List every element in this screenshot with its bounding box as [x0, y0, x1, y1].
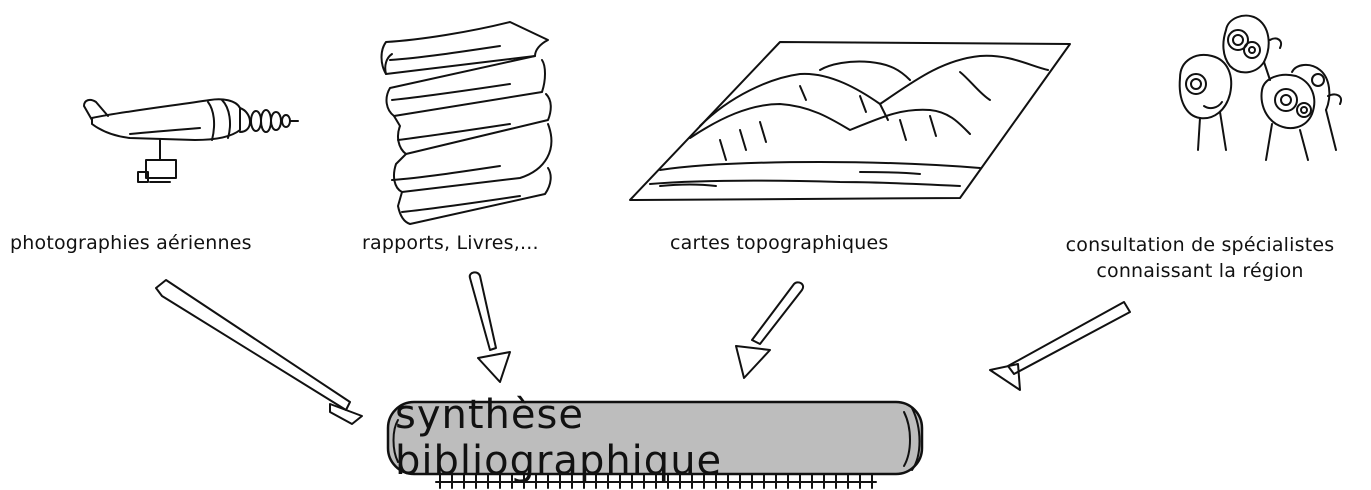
books-icon: [380, 21, 553, 225]
arrow-from-photos: [155, 279, 363, 425]
synthesis-label: synthèse bibliographique: [395, 392, 723, 484]
arrow-from-specialists: [989, 301, 1131, 391]
arrow-from-books: [468, 271, 511, 383]
airplane-icon: [83, 98, 299, 183]
map-icon: [629, 41, 1071, 201]
label-specialists-line2: connaissant la région: [1096, 260, 1304, 282]
specialists-icon: [1178, 14, 1342, 161]
label-reports-books: rapports, Livres,...: [362, 232, 539, 254]
synthesis-box: [386, 400, 924, 489]
label-aerial-photos: photographies aériennes: [10, 232, 252, 254]
label-specialists: consultation de spécialistes connaissant…: [1040, 232, 1360, 284]
label-topographic-maps: cartes topographiques: [670, 232, 889, 254]
label-specialists-line1: consultation de spécialistes: [1065, 234, 1335, 256]
arrow-from-maps: [735, 281, 804, 379]
